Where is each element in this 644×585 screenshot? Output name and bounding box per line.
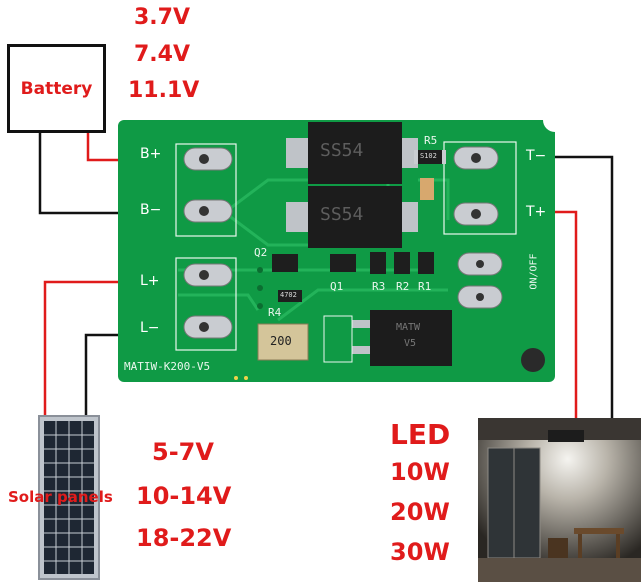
pad-label-b-plus: B+	[140, 146, 162, 162]
pad-label-b-minus: B−	[140, 202, 162, 218]
solar-voltage-2: 10-14V	[136, 482, 232, 510]
battery-voltage-3: 11.1V	[128, 78, 200, 103]
diode-top-label: SS54	[320, 140, 364, 161]
q2-label: Q2	[254, 246, 268, 259]
solar-panel	[38, 415, 100, 580]
battery-voltage-1: 3.7V	[134, 5, 190, 30]
led-power-2: 20W	[390, 498, 450, 526]
switch-label: ON/OFF	[528, 253, 540, 290]
diode-bottom-label: SS54	[320, 204, 364, 225]
r3-label: R3	[372, 280, 386, 293]
r2-label: R2	[396, 280, 410, 293]
pad-label-t-minus: T−	[526, 148, 547, 164]
led-lamp-photo	[478, 418, 641, 582]
lamp-scene	[478, 418, 641, 582]
led-label: LED	[390, 418, 451, 451]
battery-label: Battery	[20, 79, 93, 99]
r5-value: S102	[420, 152, 437, 160]
r1-label: R1	[418, 280, 432, 293]
ic-text-1: MATW	[396, 322, 421, 333]
r4-value: 4702	[280, 291, 297, 299]
solar-voltage-3: 18-22V	[136, 524, 232, 552]
pad-label-l-minus: L−	[140, 320, 160, 336]
q1-label: Q1	[330, 280, 344, 293]
battery-box: Battery	[7, 44, 106, 133]
pcb-artwork	[175, 120, 555, 380]
solar-cells	[44, 421, 94, 574]
battery-voltage-2: 7.4V	[134, 42, 190, 67]
led-power-3: 30W	[390, 538, 450, 566]
r4-label: R4	[268, 306, 282, 319]
r5-label: R5	[424, 134, 438, 147]
board-model-label: MATIW-K200-V5	[124, 360, 211, 373]
solar-label: Solar panels	[8, 488, 113, 506]
pad-label-t-plus: T+	[526, 204, 547, 220]
ic-text-2: V5	[404, 338, 417, 349]
pcb-board: B+ B− L+ L− T− T+ SS54 SS54 R5 S102 Q2 Q…	[118, 120, 555, 382]
led-power-1: 10W	[390, 458, 450, 486]
solar-voltage-1: 5-7V	[152, 438, 214, 466]
inductor-value: 200	[270, 334, 292, 348]
pad-label-l-plus: L+	[140, 273, 160, 289]
